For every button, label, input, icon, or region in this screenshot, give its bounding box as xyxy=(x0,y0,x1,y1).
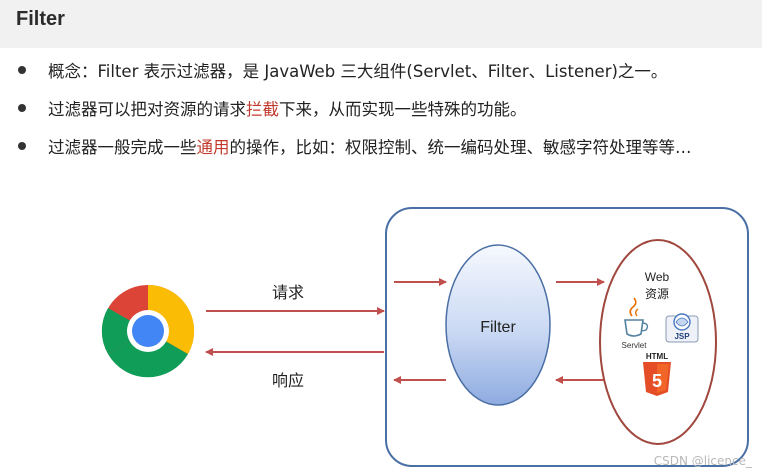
bullet-dot-icon xyxy=(18,142,26,150)
bullet-text: 概念：Filter 表示过滤器，是 JavaWeb 三大组件(Servlet、F… xyxy=(48,58,667,82)
chrome-browser-icon xyxy=(101,284,195,378)
bullet-text-part: 的操作，比如：权限控制、统一编码处理、敏感字符处理等等… xyxy=(229,138,692,157)
filter-label: Filter xyxy=(480,319,516,336)
bullet-text-part: 概念：Filter 表示过滤器，是 JavaWeb 三大组件(Servlet、F… xyxy=(48,62,668,81)
bullet-item-intercept: 过滤器可以把对资源的请求拦截下来，从而实现一些特殊的功能。 xyxy=(18,96,527,120)
title-band xyxy=(0,0,762,48)
jsp-label: JSP xyxy=(674,332,690,341)
bullet-text: 过滤器可以把对资源的请求拦截下来，从而实现一些特殊的功能。 xyxy=(48,96,527,120)
bullet-text-part: 过滤器可以把对资源的请求 xyxy=(48,100,246,119)
servlet-java-icon: Servlet xyxy=(622,297,649,350)
bullet-text-highlight: 拦截 xyxy=(246,100,279,119)
web-resources-title: Web xyxy=(645,270,670,284)
request-label: 请求 xyxy=(272,283,304,302)
web-resources-node xyxy=(599,239,717,445)
html5-label: HTML xyxy=(646,352,668,361)
bullet-item-concept: 概念：Filter 表示过滤器，是 JavaWeb 三大组件(Servlet、F… xyxy=(18,58,667,82)
html5-icon: HTML 5 xyxy=(643,352,671,396)
bullet-text-part: 过滤器一般完成一些 xyxy=(48,138,197,157)
page-title: Filter xyxy=(16,8,65,30)
bullet-text: 过滤器一般完成一些通用的操作，比如：权限控制、统一编码处理、敏感字符处理等等… xyxy=(48,134,692,158)
servlet-label: Servlet xyxy=(622,341,648,350)
bullet-dot-icon xyxy=(18,66,26,74)
web-resources-subtitle: 资源 xyxy=(645,287,669,301)
filter-node xyxy=(445,244,551,406)
bullet-dot-icon xyxy=(18,104,26,112)
response-label: 响应 xyxy=(272,371,304,390)
watermark: CSDN @licence_ xyxy=(653,454,752,468)
bullet-text-highlight: 通用 xyxy=(196,138,230,157)
bullet-item-common: 过滤器一般完成一些通用的操作，比如：权限控制、统一编码处理、敏感字符处理等等… xyxy=(18,134,692,158)
jsp-icon: JSP xyxy=(665,313,699,343)
html5-number: 5 xyxy=(652,371,662,391)
bullet-text-part: 下来，从而实现一些特殊的功能。 xyxy=(279,100,527,119)
